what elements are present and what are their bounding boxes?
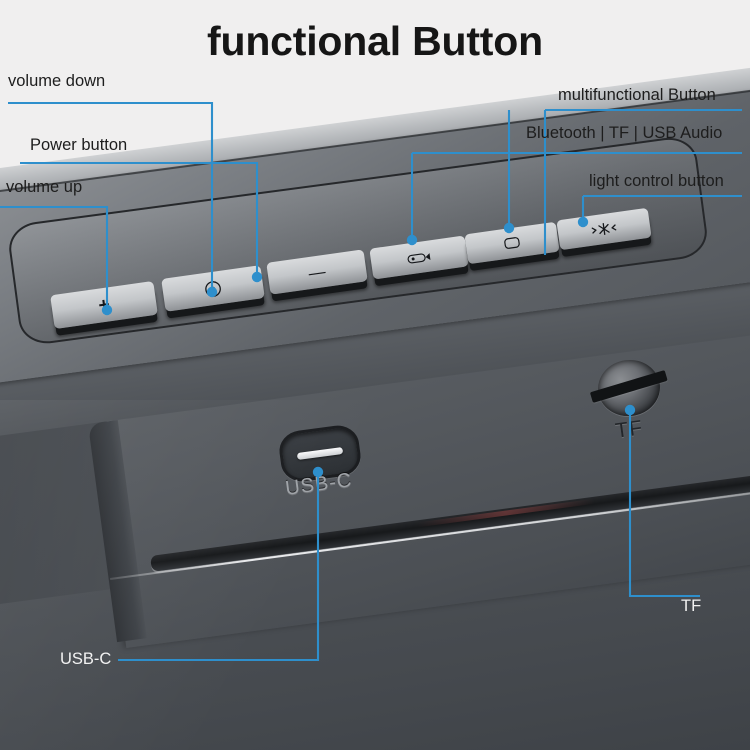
mode-key[interactable] bbox=[464, 221, 560, 265]
callout-usb-c: USB-C bbox=[60, 650, 112, 668]
callout-modes: Bluetooth | TF | USB Audio bbox=[526, 124, 723, 142]
power-circle-icon bbox=[203, 278, 223, 298]
rounded-square-icon bbox=[501, 235, 523, 252]
tf-slot-opening bbox=[589, 370, 668, 403]
callout-light-control-button: light control button bbox=[589, 172, 724, 190]
callout-power-button: Power button bbox=[30, 136, 128, 154]
minus-icon: — bbox=[307, 261, 327, 283]
multifunction-key[interactable] bbox=[369, 235, 469, 280]
callout-volume-down: volume down bbox=[8, 72, 106, 90]
plus-icon: + bbox=[97, 293, 111, 317]
callout-tf: TF bbox=[681, 597, 702, 615]
tf-embossed-label: TF bbox=[614, 416, 645, 443]
sparkle-light-icon bbox=[590, 219, 618, 238]
media-mode-icon bbox=[406, 249, 432, 266]
usb-c-pin bbox=[296, 446, 344, 461]
callout-multifunctional-button: multifunctional Button bbox=[558, 86, 716, 104]
light-control-key[interactable] bbox=[556, 207, 652, 251]
page-title: functional Button bbox=[207, 18, 543, 64]
callout-volume-up: volume up bbox=[6, 178, 83, 196]
